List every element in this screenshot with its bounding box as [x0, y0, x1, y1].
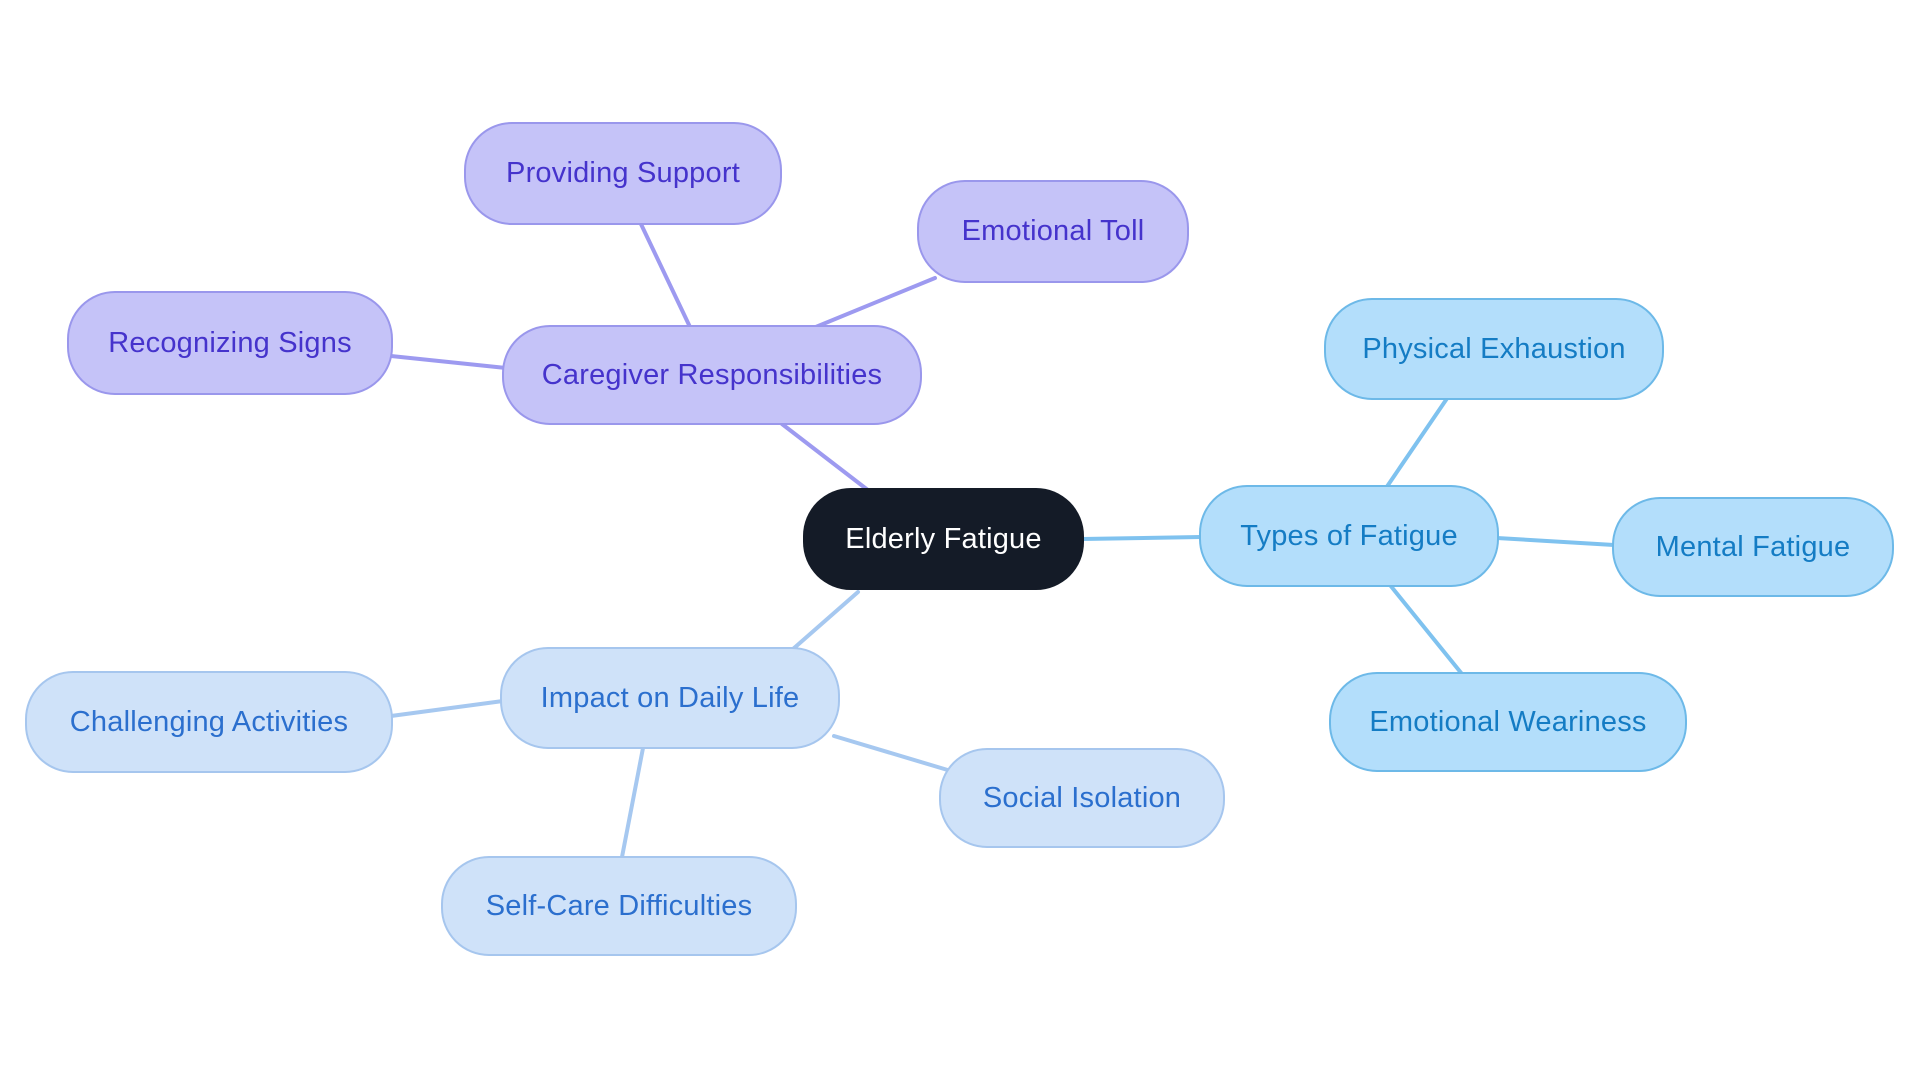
connector-types-emotional-weariness [1388, 583, 1464, 676]
connector-root-impact [791, 590, 860, 651]
node-caregiver-responsibilities[interactable]: Caregiver Responsibilities [502, 325, 922, 425]
node-self-care-difficulties[interactable]: Self-Care Difficulties [441, 856, 797, 956]
node-recognizing-signs[interactable]: Recognizing Signs [67, 291, 393, 395]
connector-root-caregiver [780, 422, 875, 496]
node-emotional-toll[interactable]: Emotional Toll [917, 180, 1189, 283]
connector-impact-self-care [620, 746, 645, 859]
node-impact-on-daily-life[interactable]: Impact on Daily Life [500, 647, 840, 749]
connector-types-physical-exhaustion [1384, 395, 1450, 490]
connector-root-types [1080, 535, 1203, 541]
connector-caregiver-recognizing-signs [389, 354, 508, 370]
node-emotional-weariness[interactable]: Emotional Weariness [1329, 672, 1687, 772]
node-challenging-activities[interactable]: Challenging Activities [25, 671, 393, 773]
node-providing-support[interactable]: Providing Support [464, 122, 782, 225]
node-mental-fatigue[interactable]: Mental Fatigue [1612, 497, 1894, 597]
node-social-isolation[interactable]: Social Isolation [939, 748, 1225, 848]
node-physical-exhaustion[interactable]: Physical Exhaustion [1324, 298, 1664, 400]
connector-impact-challenging-activities [389, 699, 505, 718]
connector-caregiver-providing-support [638, 220, 692, 329]
node-types-of-fatigue[interactable]: Types of Fatigue [1199, 485, 1499, 587]
connector-types-mental-fatigue [1495, 536, 1616, 547]
connector-caregiver-emotional-toll [804, 276, 937, 333]
connector-impact-social-isolation [832, 734, 953, 773]
node-elderly-fatigue[interactable]: Elderly Fatigue [803, 488, 1084, 590]
